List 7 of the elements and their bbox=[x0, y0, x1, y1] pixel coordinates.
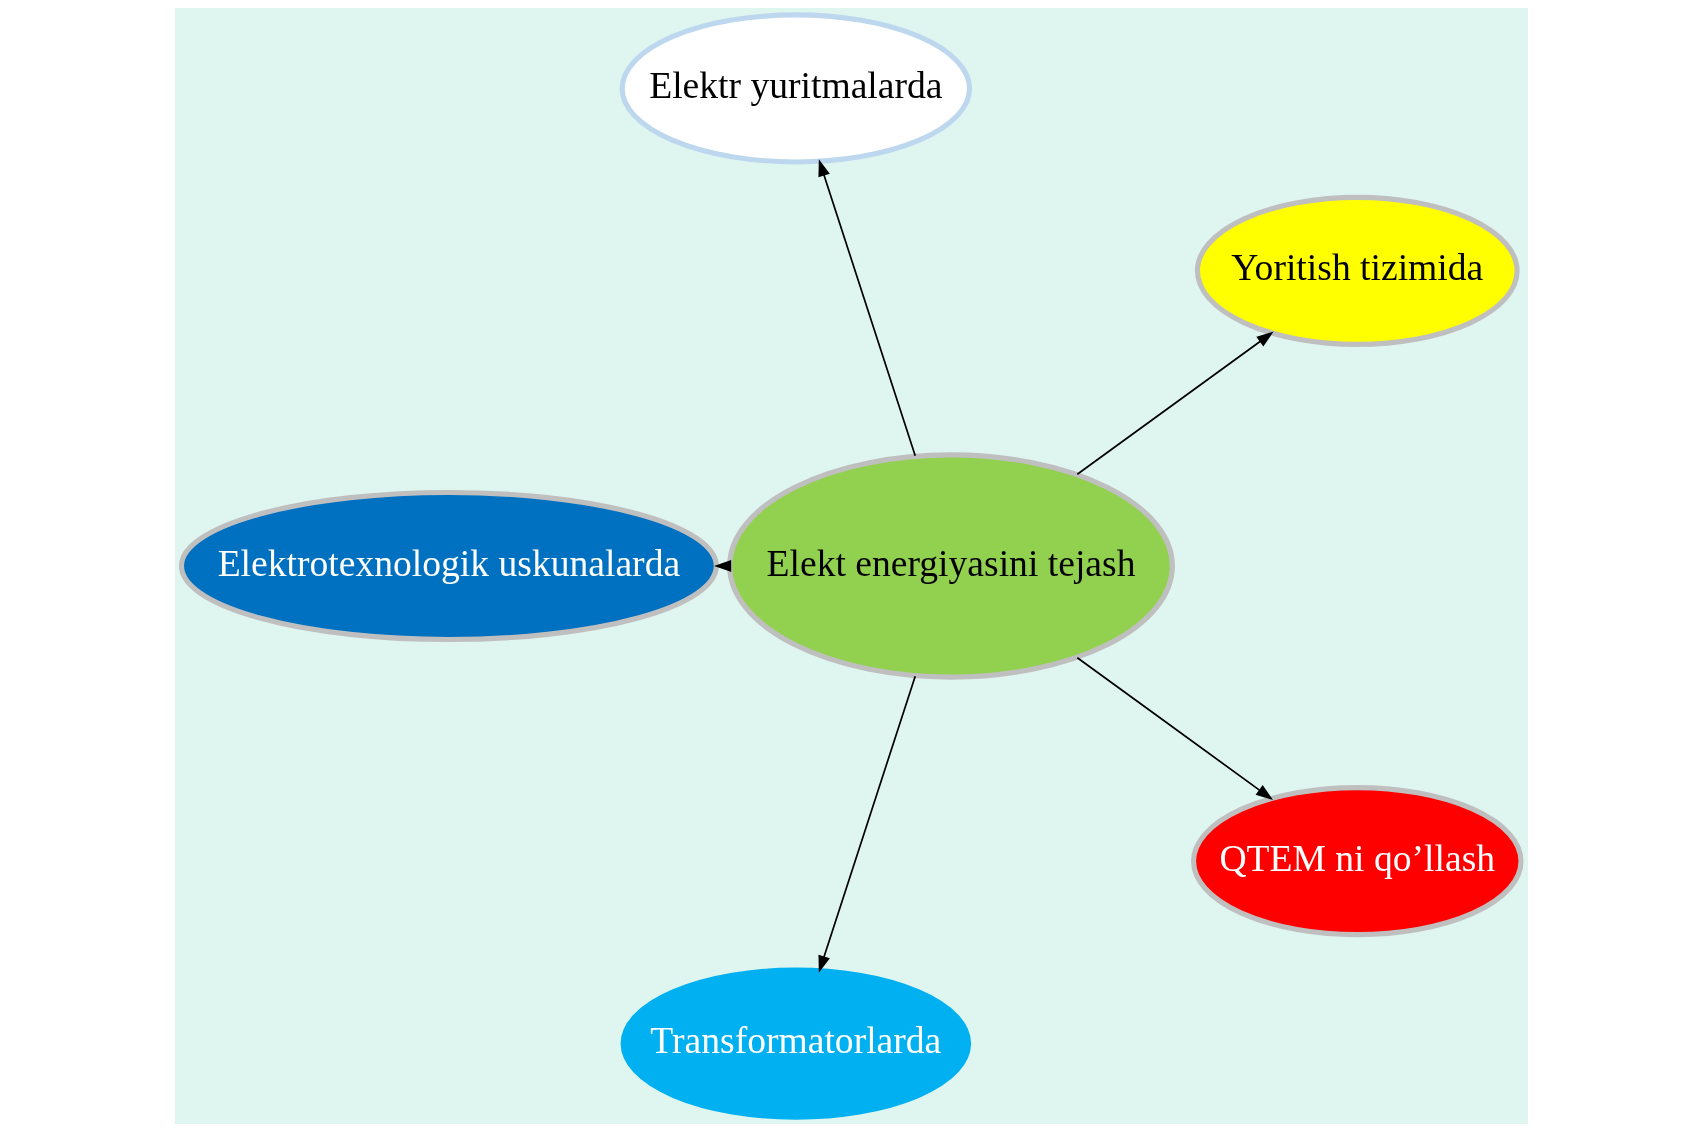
arrow bbox=[817, 159, 916, 457]
arrow bbox=[1075, 656, 1273, 800]
node-ellipse: Elektrotexnologik uskunalarda bbox=[178, 489, 719, 643]
arrow bbox=[817, 675, 916, 973]
node-ellipse: Elektr yuritmalarda bbox=[619, 12, 972, 165]
node-ellipse: Transformatorlarda bbox=[620, 967, 971, 1120]
arrow bbox=[1075, 331, 1274, 476]
